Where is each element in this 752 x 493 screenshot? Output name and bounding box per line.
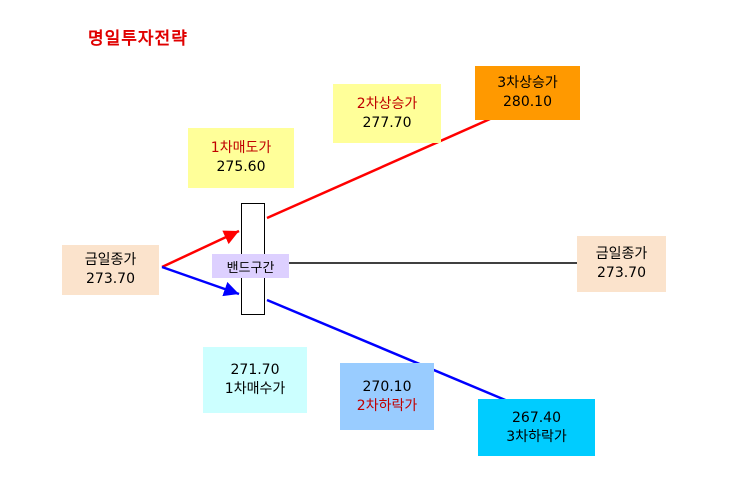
fall2-box: 270.10 2차하락가 bbox=[340, 363, 434, 430]
sell1-box: 1차매도가 275.60 bbox=[188, 128, 294, 188]
fall3-label: 3차하락가 bbox=[506, 428, 567, 445]
rise2-box: 2차상승가 277.70 bbox=[333, 84, 441, 143]
buy1-box: 271.70 1차매수가 bbox=[203, 347, 307, 413]
up-arrow-line bbox=[161, 229, 240, 269]
rise2-label: 2차상승가 bbox=[356, 95, 418, 112]
band-label: 밴드구간 bbox=[212, 254, 289, 278]
end-price-box: 금일종가 273.70 bbox=[577, 236, 666, 292]
rise3-label: 3차상승가 bbox=[497, 75, 558, 91]
sell1-label: 1차매도가 bbox=[210, 140, 272, 156]
fall2-value: 270.10 bbox=[362, 378, 412, 395]
fall3-value: 267.40 bbox=[512, 409, 561, 426]
rise-line bbox=[266, 117, 491, 220]
end-price-label: 금일종가 bbox=[595, 246, 648, 262]
down-arrow-line bbox=[161, 265, 240, 297]
fall3-box: 267.40 3차하락가 bbox=[478, 399, 595, 456]
rise2-value: 277.70 bbox=[362, 114, 412, 131]
end-price-value: 273.70 bbox=[597, 265, 646, 281]
fall2-label: 2차하락가 bbox=[356, 397, 418, 414]
rise3-value: 280.10 bbox=[503, 94, 552, 110]
buy1-label: 1차매수가 bbox=[224, 381, 286, 397]
page-title: 명일투자전략 bbox=[88, 29, 188, 49]
fall-line bbox=[266, 298, 511, 404]
start-price-box: 금일종가 273.70 bbox=[62, 245, 159, 295]
sell1-value: 275.60 bbox=[216, 159, 266, 175]
start-price-label: 금일종가 bbox=[84, 252, 137, 268]
rise3-box: 3차상승가 280.10 bbox=[475, 66, 580, 120]
buy1-value: 271.70 bbox=[230, 362, 280, 378]
start-price-value: 273.70 bbox=[86, 271, 135, 287]
